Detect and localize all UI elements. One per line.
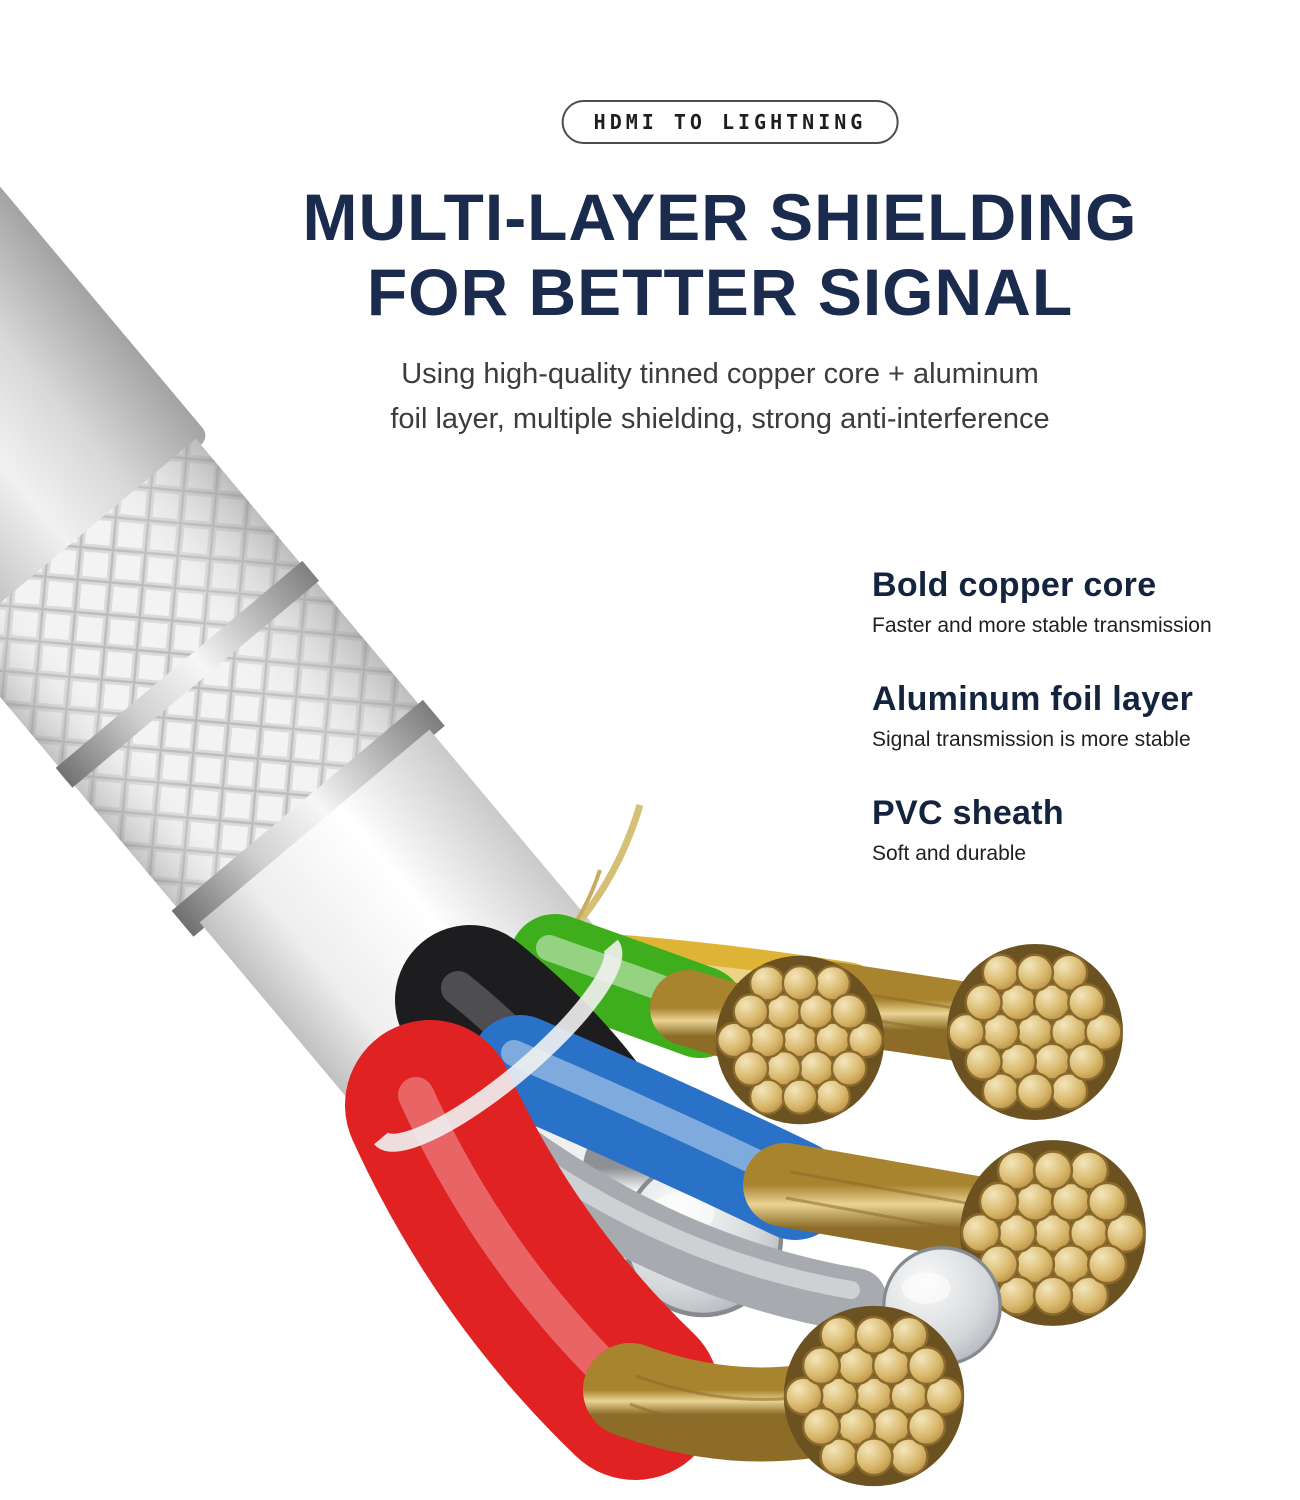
green-wire-copper-strands	[714, 954, 886, 1126]
page-title-line-2: FOR BETTER SIGNAL	[366, 255, 1074, 330]
page-title-line-1: MULTI-LAYER SHIELDING	[302, 180, 1138, 254]
wire-blue	[470, 1015, 1148, 1328]
outer-sheath	[0, 66, 206, 651]
header: MULTI-LAYER SHIELDING FOR BETTER SIGNAL …	[70, 180, 1300, 442]
page-subtitle: Using high-quality tinned copper core + …	[70, 352, 1300, 442]
yellow-wire-copper-strands	[945, 942, 1125, 1122]
pvc-inner-sheath	[199, 729, 611, 1139]
feature-aluminum-foil: Aluminum foil layer Signal transmission …	[872, 680, 1272, 752]
feature-title: Aluminum foil layer	[872, 680, 1194, 718]
wire-green	[509, 914, 886, 1126]
feature-description: Faster and more stable transmission	[872, 614, 1212, 637]
metal-ring-mid	[55, 560, 320, 788]
feature-pvc-sheath: PVC sheath Soft and durable	[872, 794, 1272, 866]
sheath-front-rim	[374, 939, 623, 1152]
subtitle-line-2: foil layer, multiple shielding, strong a…	[390, 403, 1050, 436]
feature-copper-core: Bold copper core Faster and more stable …	[872, 566, 1272, 638]
red-wire-copper-strands	[782, 1304, 966, 1488]
feature-title: PVC sheath	[872, 794, 1064, 832]
metal-ring-end	[171, 699, 445, 937]
feature-callouts: Bold copper core Faster and more stable …	[872, 566, 1272, 908]
subtitle-line-1: Using high-quality tinned copper core + …	[401, 358, 1039, 391]
feature-description: Soft and durable	[872, 842, 1027, 865]
category-badge: HDMI TO LIGHTNING	[561, 100, 899, 144]
feature-description: Signal transmission is more stable	[872, 728, 1191, 751]
feature-title: Bold copper core	[872, 566, 1157, 604]
